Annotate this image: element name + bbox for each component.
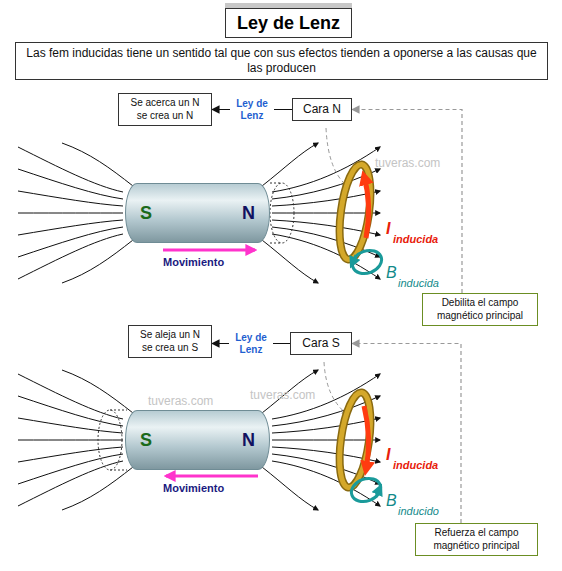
- edge-label: Ley de Lenz: [229, 331, 273, 356]
- motion-label: Movimiento: [163, 482, 224, 494]
- motion-arrow: [166, 475, 258, 478]
- box-text: Debilita el campo magnético principal: [437, 297, 523, 321]
- coil-ring: [334, 391, 375, 490]
- watermark: tuveras.com: [250, 388, 315, 402]
- field-symbol: B: [386, 264, 397, 282]
- field-line: [18, 147, 123, 192]
- title-box: Ley de Lenz: [225, 8, 352, 38]
- box-text: Cara N: [303, 102, 341, 116]
- field-line: [18, 374, 123, 419]
- field-line: [18, 213, 123, 214]
- field-line: [18, 461, 123, 506]
- coil-ring: [334, 163, 375, 262]
- statement-box: Las fem inducidas tiene un sentido tal q…: [15, 42, 548, 80]
- result-box: Se acerca un N se crea un N: [118, 93, 212, 126]
- field-line: [18, 418, 123, 433]
- field-line: [18, 191, 123, 206]
- current-subscript: inducida: [393, 233, 438, 245]
- current-subscript: inducida: [393, 459, 438, 471]
- previous-position: [270, 183, 282, 243]
- leader-line: [326, 128, 347, 186]
- field-line: [18, 234, 123, 279]
- field-subscript: inducido: [398, 505, 439, 517]
- field-line: [18, 440, 123, 441]
- pole-label: S: [140, 430, 152, 451]
- current-symbol: I: [386, 446, 390, 464]
- face-box: Cara S: [290, 332, 352, 355]
- pole-label: N: [242, 203, 255, 224]
- coil-ring: [334, 163, 375, 262]
- induced-field-loop: [352, 255, 356, 264]
- field-line: [62, 467, 133, 510]
- field-line: [18, 169, 123, 199]
- field-line: [18, 220, 123, 235]
- effect-box: Debilita el campo magnético principal: [422, 293, 538, 326]
- box-text: Refuerza el campo magnético principal: [433, 527, 519, 551]
- induced-field-loop: [349, 247, 385, 278]
- leader-line: [324, 362, 347, 414]
- motion-arrow: [163, 249, 255, 252]
- field-line: [272, 213, 380, 214]
- watermark: tuveras.com: [375, 156, 440, 170]
- bar-magnet: SN: [125, 183, 270, 243]
- field-line: [262, 240, 318, 283]
- edge-label: Ley de Lenz: [230, 97, 274, 122]
- field-line: [262, 143, 318, 186]
- pole-label: S: [140, 203, 152, 224]
- field-line: [272, 418, 380, 433]
- field-line: [62, 240, 133, 283]
- box-text: Cara S: [302, 336, 339, 350]
- box-text: Las fem inducidas tiene un sentido tal q…: [21, 46, 542, 76]
- watermark: tuveras.com: [148, 394, 213, 408]
- field-line: [262, 467, 318, 510]
- induced-field-loop: [348, 475, 384, 506]
- bar-magnet: SN: [125, 410, 270, 470]
- induced-current-arrow: [364, 176, 369, 238]
- dashed-connector: [352, 344, 461, 524]
- previous-position: [270, 183, 294, 243]
- field-line: [18, 227, 123, 257]
- induced-field-loop: [376, 488, 380, 497]
- result-box: Se aleja un N se crea un S: [128, 325, 212, 358]
- field-line: [62, 370, 133, 413]
- previous-position: [98, 410, 122, 470]
- field-subscript: inducida: [398, 277, 439, 289]
- field-line: [272, 440, 380, 441]
- induced-current-arrow: [364, 406, 369, 470]
- field-lines: [18, 143, 380, 510]
- pole-label: N: [242, 430, 255, 451]
- field-line: [18, 447, 123, 462]
- dashed-connector: [352, 110, 462, 294]
- box-text: Se acerca un N se crea un N: [131, 97, 200, 121]
- current-symbol: I: [386, 220, 390, 238]
- field-line: [272, 191, 380, 206]
- effect-box: Refuerza el campo magnético principal: [415, 523, 538, 556]
- motion-label: Movimiento: [163, 256, 224, 268]
- field-symbol: B: [386, 492, 397, 510]
- coil-ring: [334, 391, 375, 490]
- face-box: Cara N: [292, 98, 352, 121]
- box-text: Se aleja un N se crea un S: [140, 329, 200, 353]
- field-line: [62, 143, 133, 186]
